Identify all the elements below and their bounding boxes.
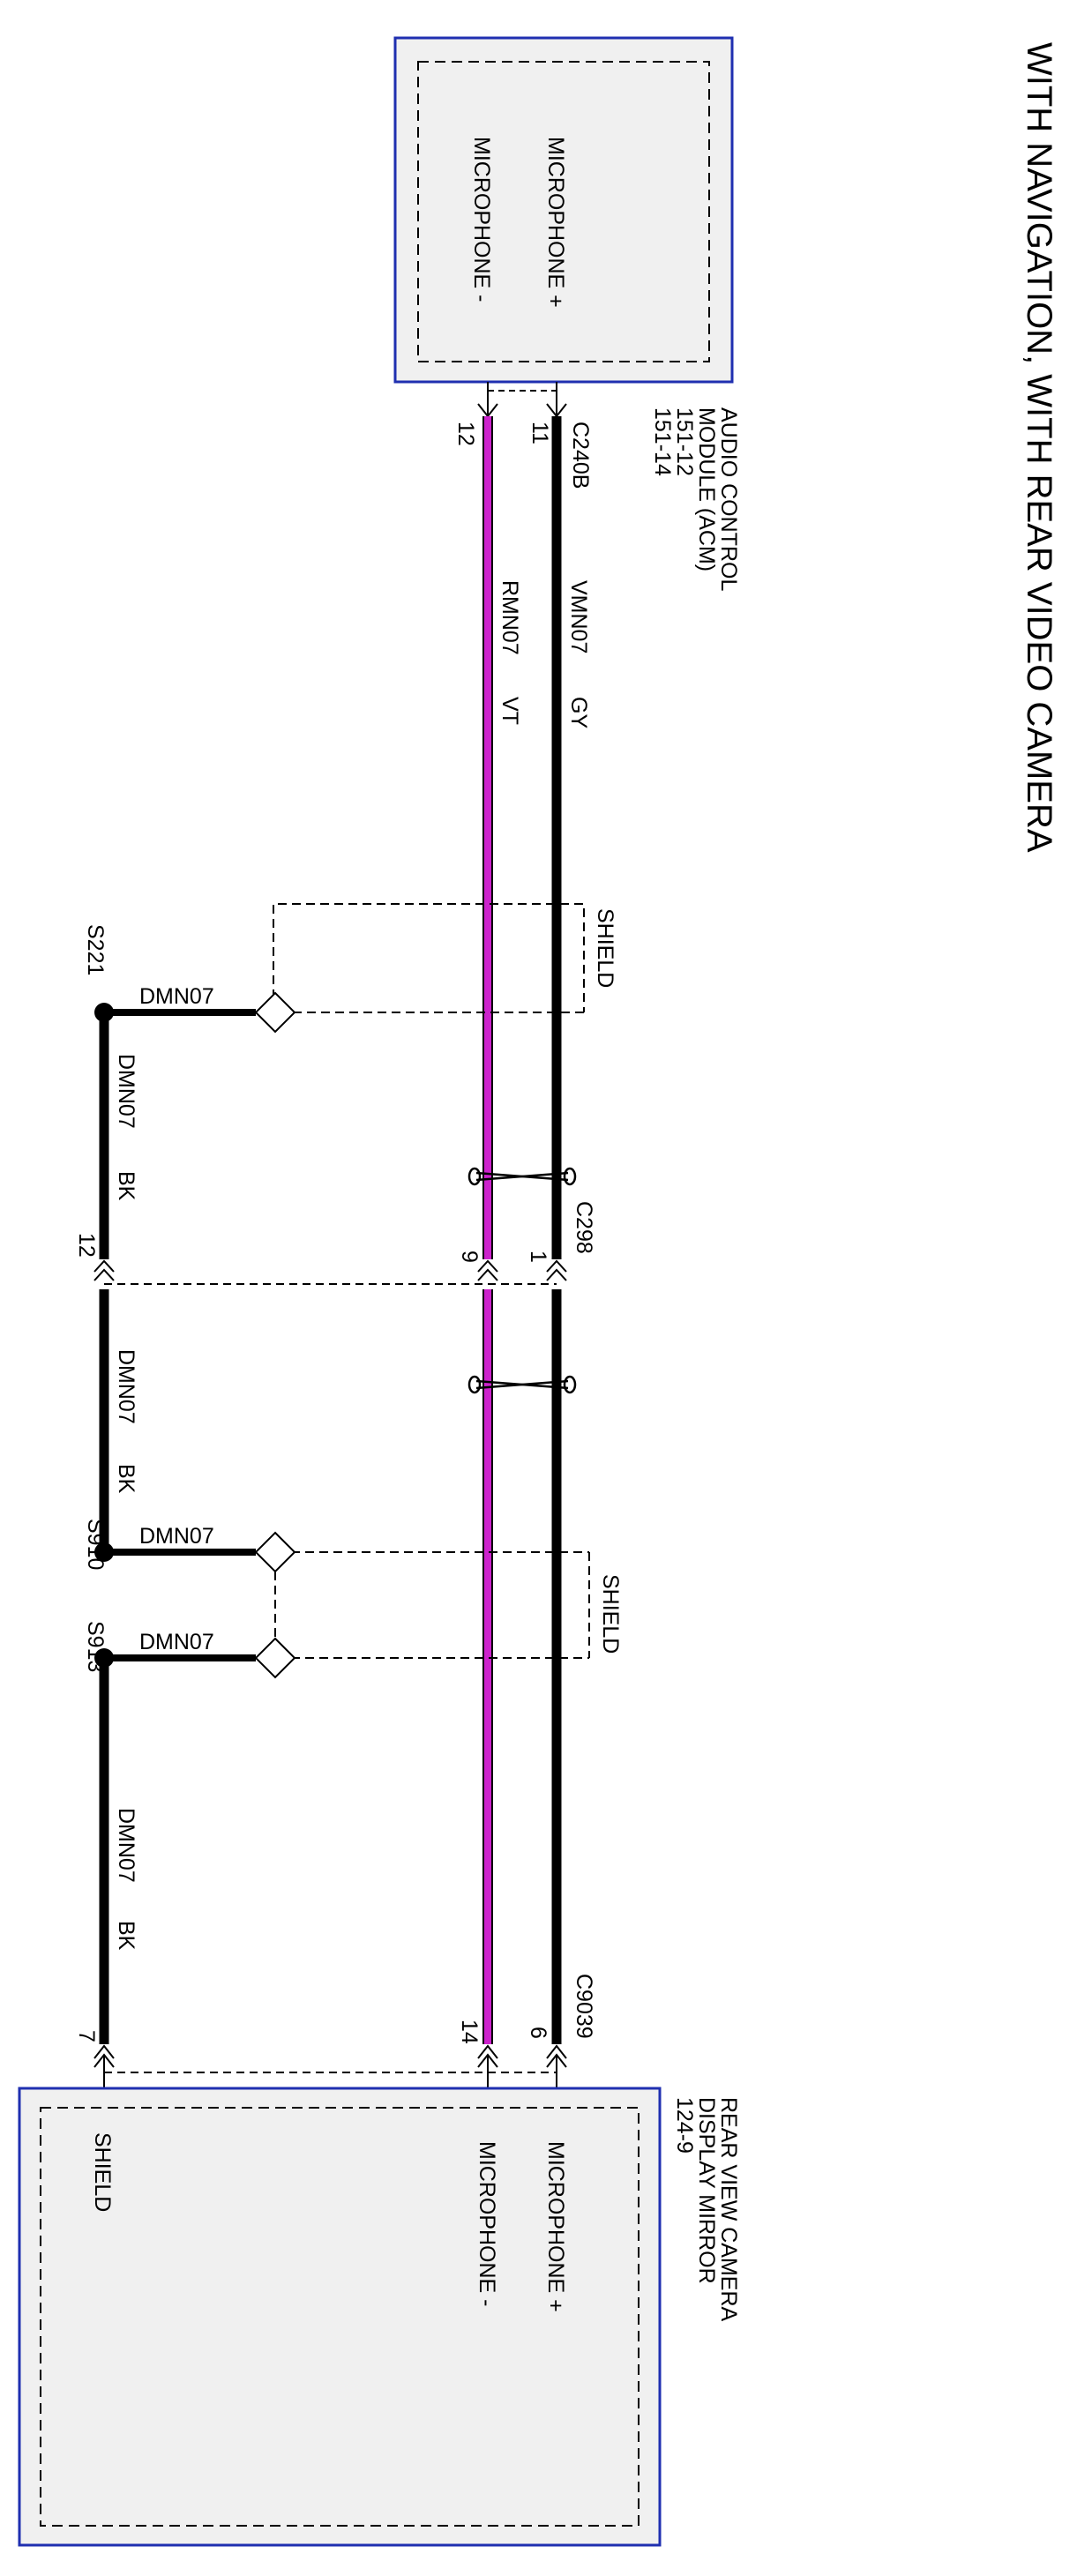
acm-name-line2: MODULE (ACM) xyxy=(694,407,719,571)
mirror-pin-mic-neg-label: MICROPHONE - xyxy=(475,2141,499,2307)
acm-connector-c240b xyxy=(477,382,567,418)
twisted-pair-marker-upper xyxy=(467,1167,577,1186)
splice-s910-label: S910 xyxy=(83,1519,108,1570)
drain-s221-label: DMN07 xyxy=(139,984,214,1009)
c9039-label: C9039 xyxy=(572,1974,596,2039)
drain-s221-wire-label: DMN07 xyxy=(114,1054,138,1129)
shield-lower-label: SHIELD xyxy=(598,1574,623,1654)
shield-lower-drain-diamond-1 xyxy=(254,1531,296,1573)
mirror-pin-shield-label: SHIELD xyxy=(90,2132,115,2212)
drain-s221-wire-color: BK xyxy=(114,1171,138,1201)
mirror-module-inner-dash xyxy=(40,2107,639,2527)
mirror-ref: 124-9 xyxy=(672,2097,697,2154)
acm-module: MICROPHONE + MICROPHONE - xyxy=(393,36,734,384)
shield-upper-label: SHIELD xyxy=(593,908,617,988)
c298-pin-12: 12 xyxy=(74,1233,99,1258)
shield-upper xyxy=(273,903,585,1013)
acm-ref2: 151-14 xyxy=(650,407,675,476)
mirror-name-line1: REAR VIEW CAMERA xyxy=(716,2097,741,2322)
drain-s910-label: DMN07 xyxy=(139,1524,214,1549)
acm-pin-12: 12 xyxy=(453,422,478,446)
acm-name-line1: AUDIO CONTROL xyxy=(716,407,741,591)
c298-pin-1: 1 xyxy=(526,1251,550,1263)
mirror-name-line2: DISPLAY MIRROR xyxy=(694,2097,719,2284)
drain-c298-wire-label: DMN07 xyxy=(114,1349,138,1424)
connector-c298 xyxy=(93,1259,567,1285)
acm-pin-11: 11 xyxy=(527,422,552,444)
splice-s910-dot xyxy=(94,1542,114,1562)
drain-s913-label: DMN07 xyxy=(139,1630,214,1654)
splice-s221-label: S221 xyxy=(83,924,108,975)
diagram-title: WITH NAVIGATION, WITH REAR VIDEO CAMERA xyxy=(1020,42,1058,853)
wire-rmn07-color: VT xyxy=(497,697,522,725)
twisted-pair-marker-lower xyxy=(467,1375,577,1394)
acm-pin-mic-pos-label: MICROPHONE + xyxy=(543,137,568,308)
c298-label: C298 xyxy=(572,1201,596,1254)
drain-s913-wire-color: BK xyxy=(114,1921,138,1951)
wire-vmn07-color: GY xyxy=(566,697,591,728)
wire-rmn07-label: RMN07 xyxy=(497,580,522,655)
c9039-pin-7: 7 xyxy=(74,2030,99,2042)
mirror-module: MICROPHONE + MICROPHONE - SHIELD xyxy=(18,2087,662,2547)
shield-lower-drain-diamond-2 xyxy=(254,1637,296,1679)
shield-upper-drain-diamond xyxy=(254,991,296,1034)
acm-pin-mic-neg-label: MICROPHONE - xyxy=(469,137,494,302)
drain-c298-wire-color: BK xyxy=(114,1464,138,1494)
shield-lower xyxy=(274,1551,590,1659)
wire-vmn07-label: VMN07 xyxy=(566,580,591,653)
acm-ref1: 151-12 xyxy=(672,407,697,476)
acm-module-box xyxy=(393,36,734,384)
connector-c9039 xyxy=(93,2044,567,2088)
c9039-pin-6: 6 xyxy=(526,2027,550,2039)
mirror-module-box xyxy=(18,2087,662,2547)
acm-connector-label: C240B xyxy=(568,422,593,489)
c298-pin-9: 9 xyxy=(457,1251,482,1263)
mirror-pin-mic-pos-label: MICROPHONE + xyxy=(543,2141,568,2312)
drain-s913-wire-label: DMN07 xyxy=(114,1808,138,1883)
acm-module-inner-dash xyxy=(417,61,710,362)
c9039-pin-14: 14 xyxy=(457,2020,482,2044)
